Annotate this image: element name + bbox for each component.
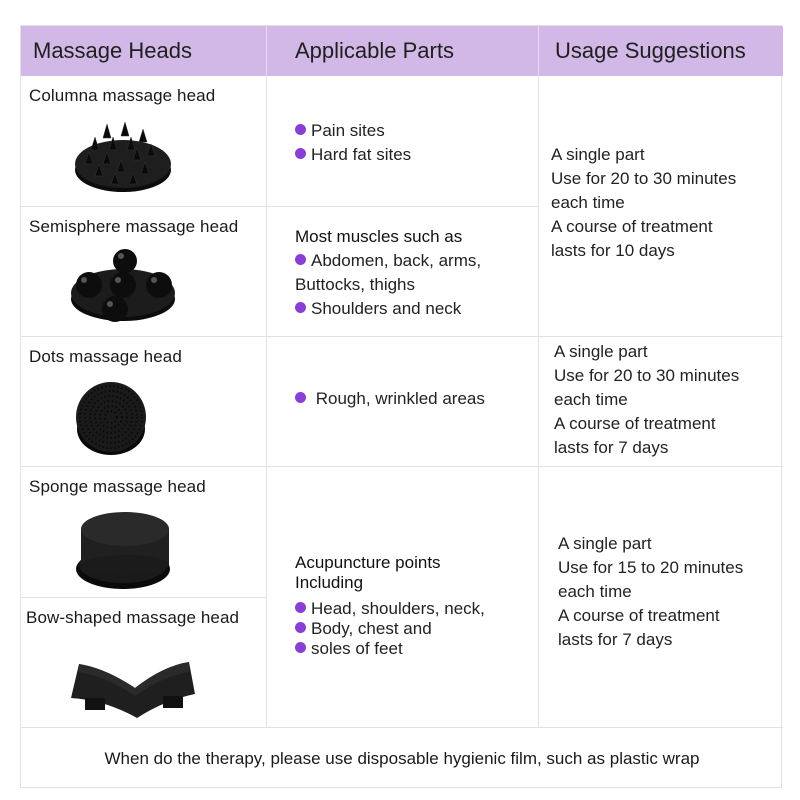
parts-item: Buttocks, thighs xyxy=(295,275,416,294)
head-title: Semisphere massage head xyxy=(29,217,239,236)
head-title: Columna massage head xyxy=(29,86,216,105)
parts-item: Pain sites xyxy=(295,119,411,143)
bullet-icon xyxy=(295,124,306,135)
header-applicable-parts: Applicable Parts xyxy=(267,26,539,76)
bullet-icon xyxy=(295,602,306,613)
head-cell-dots: Dots massage head xyxy=(21,337,267,467)
parts-item: Head, shoulders, neck, xyxy=(295,599,485,619)
parts-item: Hard fat sites xyxy=(295,143,411,167)
bow-head-image xyxy=(71,662,195,718)
parts-title: Most muscles such as xyxy=(295,227,463,246)
bullet-icon xyxy=(295,642,306,653)
bullet-icon xyxy=(295,302,306,313)
parts-item: Body, chest and xyxy=(295,619,485,639)
parts-item: Abdomen, back, arms, xyxy=(295,249,481,273)
head-title: Sponge massage head xyxy=(29,477,206,496)
columna-head-image xyxy=(75,121,171,192)
sponge-head-image xyxy=(76,512,170,589)
bullet-icon xyxy=(295,254,306,265)
massage-head-table: Massage Heads Applicable Parts Usage Sug… xyxy=(20,25,783,788)
bullet-icon xyxy=(295,392,306,403)
bullet-icon xyxy=(295,148,306,159)
parts-title: Acupuncture points xyxy=(295,553,441,572)
parts-cell-columna: Pain sites Hard fat sites xyxy=(267,76,539,207)
parts-item: Shoulders and neck xyxy=(295,297,481,321)
head-cell-bow: Bow-shaped massage head xyxy=(21,598,267,728)
parts-list: Pain sites Hard fat sites xyxy=(295,119,411,167)
usage-cell-3: A single part Use for 15 to 20 minutes e… xyxy=(539,467,783,728)
head-cell-sponge: Sponge massage head xyxy=(21,467,267,598)
parts-list: Acupuncture points Including Head, shoul… xyxy=(295,553,485,659)
usage-text: A single part Use for 15 to 20 minutes e… xyxy=(558,534,744,649)
dots-head-image xyxy=(76,382,146,455)
head-title: Dots massage head xyxy=(29,347,182,366)
head-cell-columna: Columna massage head xyxy=(21,76,267,207)
parts-list: Most muscles such as Abdomen, back, arms… xyxy=(295,225,481,321)
header-usage-suggestions: Usage Suggestions xyxy=(539,26,783,76)
usage-text: A single part Use for 20 to 30 minutes e… xyxy=(551,145,737,260)
usage-text: A single part Use for 20 to 30 minutes e… xyxy=(554,342,740,457)
bullet-icon xyxy=(295,622,306,633)
parts-cell-semisphere: Most muscles such as Abdomen, back, arms… xyxy=(267,207,539,337)
parts-item: Rough, wrinkled areas xyxy=(295,387,485,411)
parts-item: soles of feet xyxy=(295,639,485,659)
parts-list: Rough, wrinkled areas xyxy=(295,387,485,411)
footer-note: When do the therapy, please use disposab… xyxy=(104,748,700,768)
head-cell-semisphere: Semisphere massage head xyxy=(21,207,267,337)
usage-cell-2: A single part Use for 20 to 30 minutes e… xyxy=(539,337,783,467)
parts-cell-dots: Rough, wrinkled areas xyxy=(267,337,539,467)
semisphere-head-image xyxy=(71,249,175,322)
header-massage-heads: Massage Heads xyxy=(21,26,267,76)
parts-cell-sponge-bow: Acupuncture points Including Head, shoul… xyxy=(267,467,539,728)
parts-title: Including xyxy=(295,573,364,592)
usage-cell-1: A single part Use for 20 to 30 minutes e… xyxy=(539,76,783,337)
head-title: Bow-shaped massage head xyxy=(26,608,240,627)
